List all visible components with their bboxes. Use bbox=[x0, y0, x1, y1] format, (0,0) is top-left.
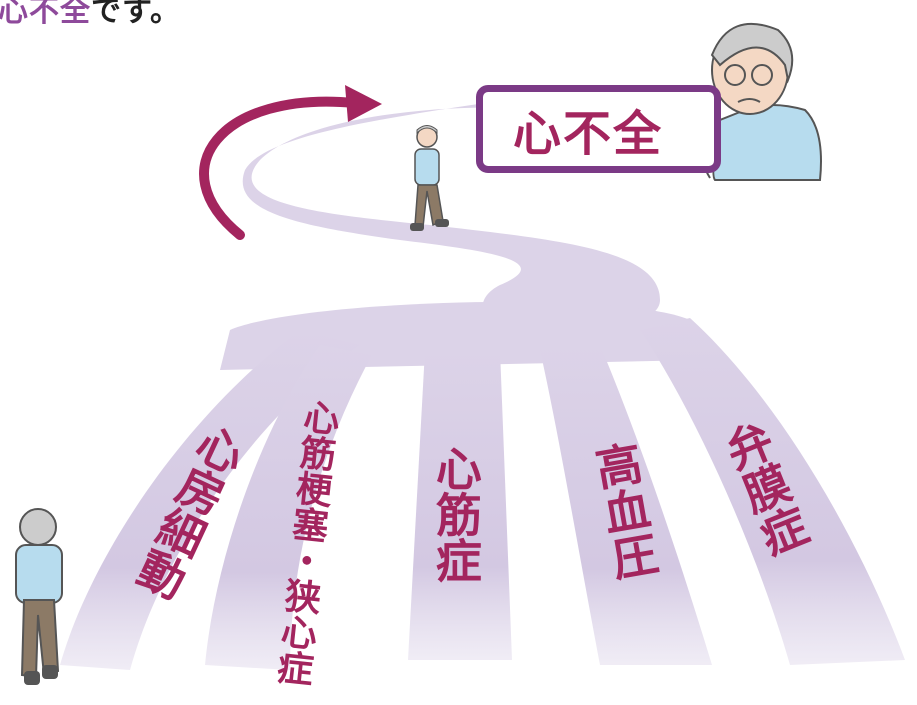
caption-rest: です。 bbox=[91, 0, 181, 29]
sick-man bbox=[703, 22, 822, 181]
curved-arrow bbox=[199, 96, 360, 240]
road-branch-valve bbox=[640, 318, 905, 665]
walking-man-start bbox=[15, 508, 63, 685]
top-caption: 心不全です。 bbox=[0, 0, 181, 30]
caption-highlight: 心不全 bbox=[0, 0, 91, 29]
road-branch-hypertension bbox=[540, 345, 712, 665]
road-branch-afib bbox=[60, 330, 360, 670]
road-branch-cardiomyopathy bbox=[408, 350, 512, 660]
path-label-cardiomyopathy: 心筋症 bbox=[428, 445, 483, 583]
walking-man-small bbox=[410, 125, 449, 231]
road-branch-mi bbox=[205, 345, 372, 670]
heart-failure-label: 心不全 bbox=[512, 106, 663, 162]
arrow-head bbox=[345, 85, 382, 122]
winding-road bbox=[242, 95, 660, 330]
heart-failure-box: 心不全 bbox=[476, 85, 721, 173]
